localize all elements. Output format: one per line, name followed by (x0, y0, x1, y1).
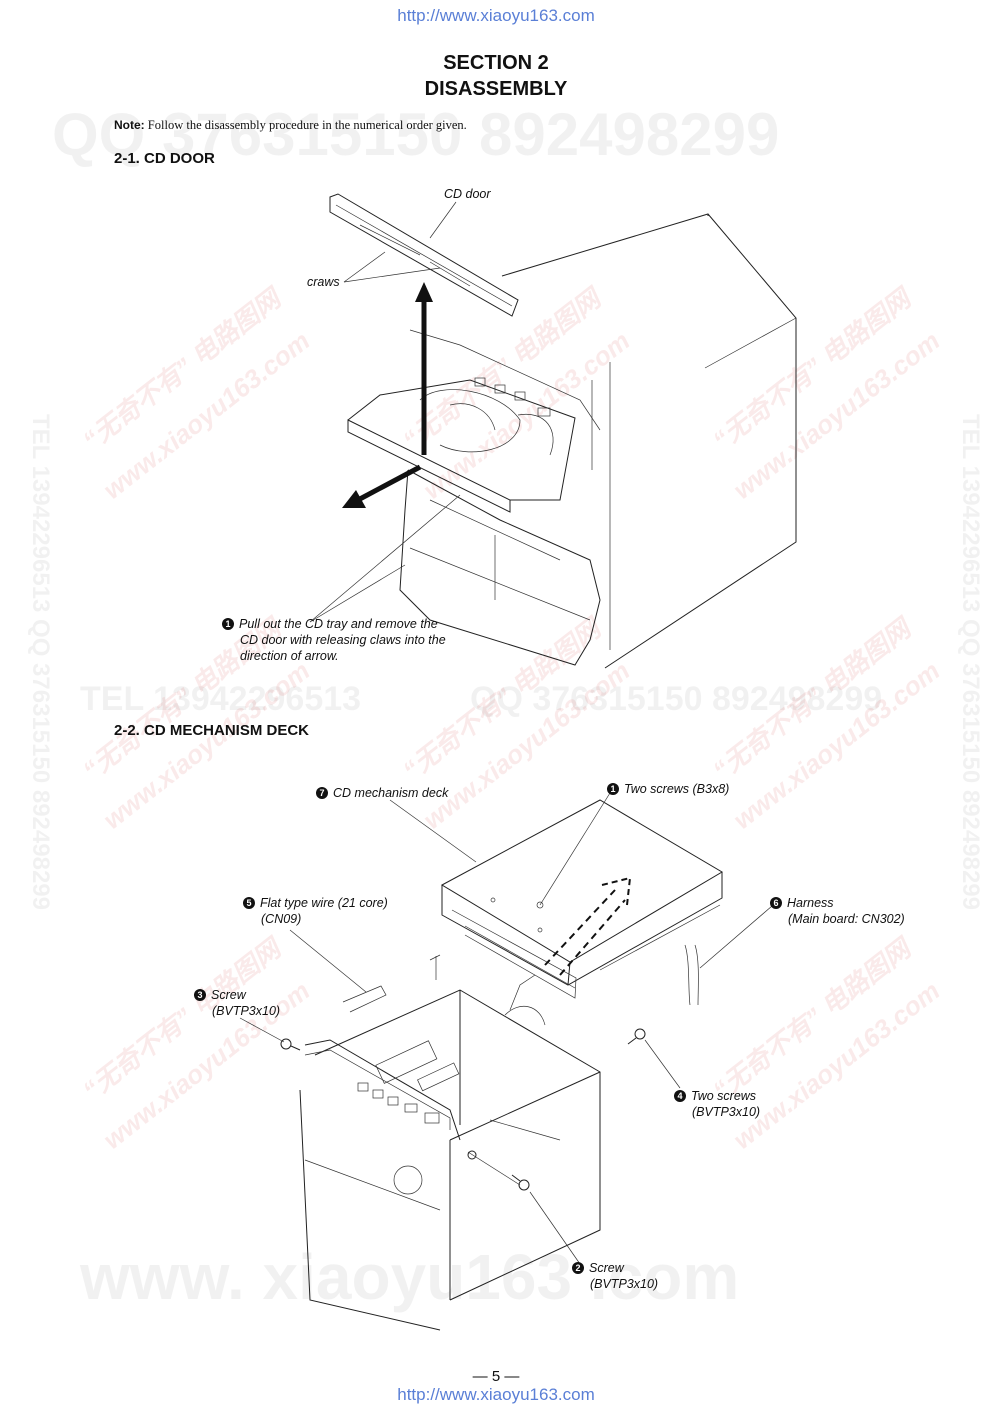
step-screw-bottom: 2 Screw (BVTP3x10) (572, 1260, 658, 1292)
flat-wire (342, 954, 546, 1026)
step-number-badge: 5 (243, 897, 255, 909)
note: Note: Follow the disassembly procedure i… (114, 118, 467, 133)
step-pull-out-tray: 1 Pull out the CD tray and remove the CD … (222, 616, 446, 664)
cd-mechanism-deck-part (440, 799, 723, 999)
step-line-2: CD door with releasing claws into the (240, 633, 446, 647)
harness-wire (684, 944, 699, 1006)
step-line: (BVTP3x10) (692, 1105, 761, 1119)
heading-cd-mechanism-deck: 2-2. CD MECHANISM DECK (114, 722, 310, 739)
watermark-www-bottom: www. xiaoyu163 .com (80, 1241, 740, 1313)
step-line: Screw (211, 988, 246, 1002)
step-line: (BVTP3x10) (212, 1004, 281, 1018)
step-number-badge: 7 (316, 787, 328, 799)
step-line: Two screws (691, 1089, 757, 1103)
section-number: SECTION 2 (443, 52, 549, 74)
screws (280, 1028, 646, 1191)
step-two-screws-b3x8: 1 Two screws (B3x8) (607, 781, 729, 797)
heading-cd-door: 2-1. CD DOOR (114, 150, 215, 167)
step-line: (CN09) (261, 912, 302, 926)
front-panel (399, 329, 601, 666)
step-line: CD mechanism deck (333, 786, 449, 800)
step-line: Screw (589, 1261, 624, 1275)
label-craws: craws (307, 275, 340, 289)
section-title: DISASSEMBLY (424, 78, 568, 100)
cd-door-part (329, 193, 519, 317)
step-number-badge: 1 (607, 783, 619, 795)
arrow-up (415, 282, 433, 455)
step-cd-mechanism-deck: 7 CD mechanism deck (316, 785, 448, 801)
chassis (299, 989, 601, 1331)
cd-tray (347, 379, 576, 513)
step-line: (BVTP3x10) (590, 1277, 659, 1291)
step-line-3: direction of arrow. (240, 649, 339, 663)
step-line: Flat type wire (21 core) (260, 896, 388, 910)
step-number-badge: 3 (194, 989, 206, 1001)
watermark-qq-mid: QQ 376315150 892498299 (470, 680, 883, 718)
step-number-badge: 6 (770, 897, 782, 909)
watermark-tel-mid: TEL 13942296513 (80, 680, 362, 718)
label-cd-door: CD door (444, 187, 491, 201)
page-number: — 5 — (472, 1368, 520, 1385)
watermark-qq-top: QQ 376315150 892498299 (52, 101, 780, 168)
arrow-out (342, 464, 422, 508)
footer-url[interactable]: http://www.xiaoyu163.com (397, 1385, 595, 1404)
note-text: Follow the disassembly procedure in the … (147, 118, 467, 132)
step-line-1: Pull out the CD tray and remove the (239, 617, 438, 631)
step-number-badge: 1 (222, 618, 234, 630)
header-url[interactable]: http://www.xiaoyu163.com (397, 6, 595, 25)
step-line: (Main board: CN302) (788, 912, 905, 926)
cabinet-outline (501, 213, 797, 669)
step-line: Two screws (B3x8) (624, 782, 730, 796)
step-flat-type-wire: 5 Flat type wire (21 core) (CN09) (243, 895, 388, 927)
note-label: Note: (114, 118, 145, 132)
step-number-badge: 2 (572, 1262, 584, 1274)
step-screw-left: 3 Screw (BVTP3x10) (194, 987, 280, 1019)
dashed-arrow (544, 876, 632, 976)
step-two-screws-right: 4 Two screws (BVTP3x10) (674, 1088, 760, 1120)
step-line: Harness (787, 896, 834, 910)
step-number-badge: 4 (674, 1090, 686, 1102)
step-harness: 6 Harness (Main board: CN302) (770, 895, 905, 927)
